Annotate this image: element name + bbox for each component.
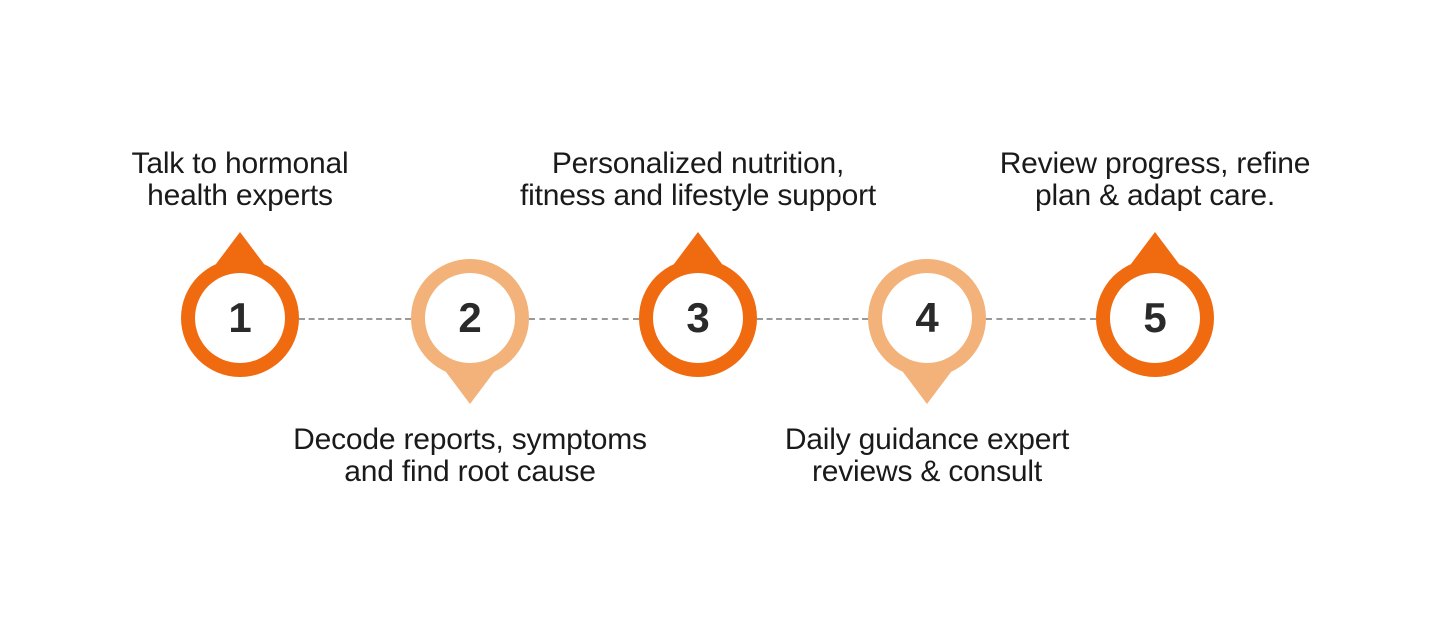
map-pin-icon — [181, 232, 299, 377]
map-pin-icon — [639, 232, 757, 377]
connector-line — [986, 318, 1096, 320]
step-label-line: Daily guidance expert — [784, 423, 1070, 456]
step-pin-4: 4 — [867, 258, 987, 428]
step-label-line: fitness and lifestyle support — [519, 179, 877, 212]
pin-inner — [882, 273, 972, 363]
step-pin-5: 5 — [1095, 208, 1215, 378]
pin-inner — [195, 273, 285, 363]
step-label-line: Review progress, refine — [999, 147, 1311, 180]
pin-inner — [653, 273, 743, 363]
step-number: 1 — [228, 294, 252, 341]
connector-line — [299, 318, 411, 320]
connector-line — [757, 318, 868, 320]
step-pin-3: 3 — [638, 208, 758, 378]
step-pin-1: 1 — [180, 208, 300, 378]
step-number: 4 — [915, 294, 939, 341]
map-pin-icon — [1096, 232, 1214, 377]
step-number: 3 — [686, 294, 710, 341]
map-pin-icon — [868, 259, 986, 404]
connector-line — [529, 318, 639, 320]
step-number: 2 — [458, 294, 482, 341]
map-pin-icon — [411, 259, 529, 404]
step-label-line: and find root cause — [344, 455, 596, 488]
step-pin-2: 2 — [410, 258, 530, 428]
step-label-line: Decode reports, symptoms — [293, 423, 647, 456]
step-label-line: Talk to hormonal — [131, 147, 349, 180]
step-label-line: plan & adapt care. — [1035, 179, 1275, 212]
step-label-line: health experts — [147, 179, 333, 212]
pin-inner — [425, 273, 515, 363]
step-label-3: Personalized nutrition,fitness and lifes… — [488, 148, 908, 212]
pin-inner — [1110, 273, 1200, 363]
step-label-line: reviews & consult — [811, 455, 1043, 488]
step-label-line: Personalized nutrition, — [551, 147, 845, 180]
step-number: 5 — [1143, 294, 1167, 341]
